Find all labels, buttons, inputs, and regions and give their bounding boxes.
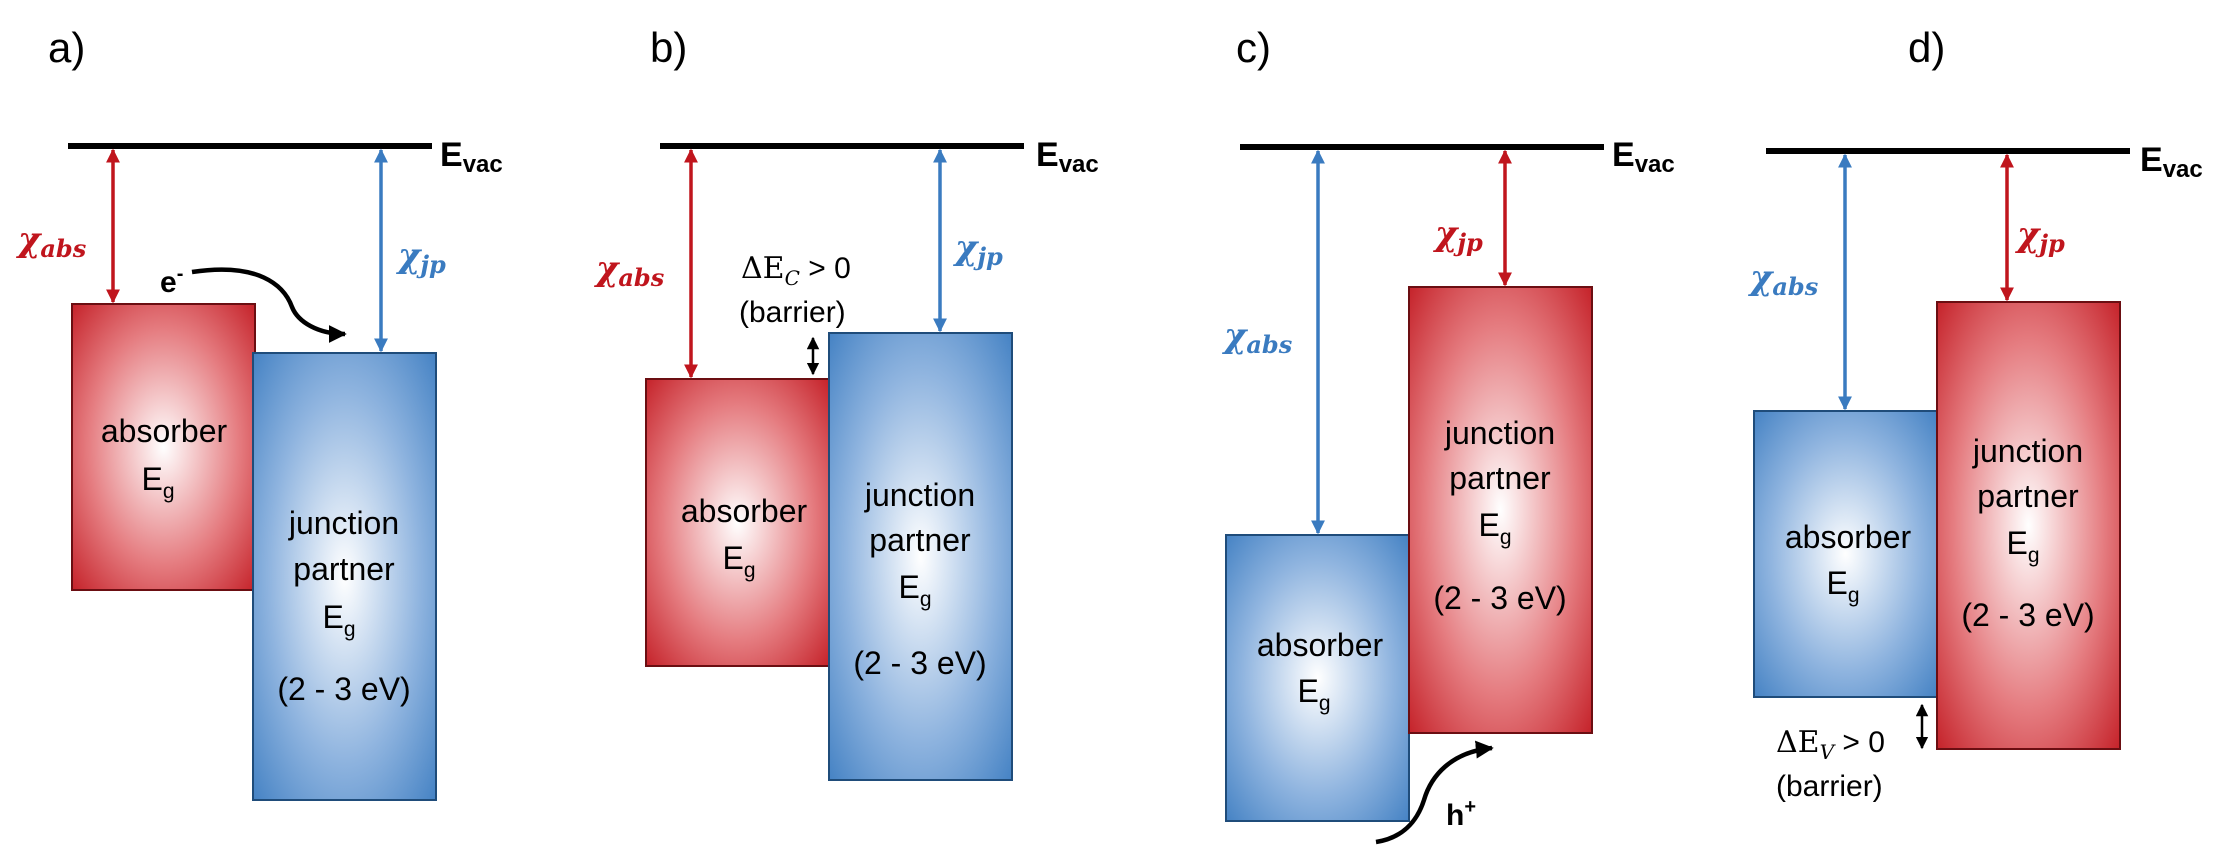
- chi-jp-label-c: χjp: [1433, 214, 1483, 257]
- panel-d-label: d): [1908, 24, 1945, 71]
- chi-jp-label-d: χjp: [2015, 215, 2065, 258]
- absorber-box-a: [71, 303, 256, 591]
- barrier-label-d: (barrier): [1776, 770, 1883, 803]
- junction-label-a: junction: [288, 505, 399, 541]
- chi-abs-label-a: χabs: [16, 220, 87, 263]
- absorber-label-a: absorber: [101, 413, 228, 449]
- absorber-label-c: absorber: [1257, 627, 1384, 663]
- junction-partner-box-b: [828, 332, 1013, 781]
- hole-label: h+: [1446, 796, 1476, 832]
- barrier-label-b: (barrier): [739, 296, 846, 329]
- evac-label-d: Evac: [2140, 141, 2203, 183]
- gap-range-label-d: (2 - 3 eV): [1961, 597, 2094, 633]
- eg-label-c-partner: Eg: [1478, 507, 1511, 549]
- electron-transfer-arrow: [191, 267, 347, 343]
- delta-ec-label: ΔEC > 0: [741, 251, 851, 290]
- evac-label-a: Evac: [440, 136, 503, 178]
- partner-label-a: partner: [293, 551, 395, 587]
- panel-b-label: b): [650, 24, 687, 71]
- eg-label-d-partner: Eg: [2006, 525, 2039, 567]
- chi-abs-label-d: χabs: [1748, 258, 1819, 301]
- partner-label-c: partner: [1449, 460, 1551, 496]
- eg-label-a-absorber: Eg: [141, 461, 174, 503]
- chi-jp-label-a: χjp: [396, 236, 446, 279]
- junction-label-d: junction: [1972, 433, 2083, 469]
- junction-label-c: junction: [1444, 415, 1555, 451]
- absorber-label-b: absorber: [681, 493, 808, 529]
- panel-a-label: a): [48, 24, 85, 71]
- junction-partner-box-c: [1408, 286, 1593, 734]
- gap-range-label-b: (2 - 3 eV): [853, 645, 986, 681]
- panel-d: d) Evac χabs χjp absorber Eg junction pa…: [1748, 24, 2203, 803]
- eg-label-b-partner: Eg: [898, 569, 931, 611]
- chi-abs-label-b: χabs: [594, 249, 665, 292]
- evac-label-b: Evac: [1036, 136, 1099, 178]
- eg-label-d-absorber: Eg: [1826, 565, 1859, 607]
- gap-range-label-a: (2 - 3 eV): [277, 671, 410, 707]
- absorber-box-d: [1753, 410, 1938, 698]
- hole-transfer-arrow: [1375, 740, 1494, 845]
- panel-a: a) Evac χabs χjp e- absorber Eg junction…: [16, 24, 503, 801]
- partner-label-b: partner: [869, 522, 971, 558]
- junction-partner-box-a: [252, 352, 437, 801]
- absorber-box-b: [645, 378, 830, 667]
- panel-c: c) Evac χabs χjp absorber Eg junction pa…: [1222, 24, 1675, 845]
- gap-range-label-c: (2 - 3 eV): [1433, 580, 1566, 616]
- absorber-label-d: absorber: [1785, 519, 1912, 555]
- partner-label-d: partner: [1977, 478, 2079, 514]
- panel-b: b) Evac χabs χjp ΔEC > 0 (barrier) absor…: [594, 24, 1099, 781]
- chi-jp-label-b: χjp: [953, 228, 1003, 271]
- electron-label: e-: [160, 263, 183, 299]
- junction-label-b: junction: [864, 477, 975, 513]
- junction-partner-box-d: [1936, 301, 2121, 750]
- panel-c-label: c): [1236, 24, 1271, 71]
- eg-label-c-absorber: Eg: [1297, 673, 1330, 715]
- delta-ev-label: ΔEV > 0: [1776, 725, 1885, 764]
- chi-abs-label-c: χabs: [1222, 316, 1293, 359]
- evac-label-c: Evac: [1612, 136, 1675, 178]
- eg-label-a-partner: Eg: [322, 599, 355, 641]
- eg-label-b-absorber: Eg: [722, 540, 755, 582]
